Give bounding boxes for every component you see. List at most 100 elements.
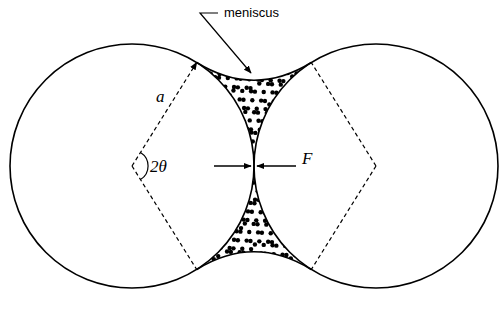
particle-dot xyxy=(299,266,303,270)
particle-dot xyxy=(212,104,216,108)
particle-dot xyxy=(206,133,210,137)
particle-dot xyxy=(209,113,213,117)
particle-dot xyxy=(311,228,315,232)
particle-dot xyxy=(228,175,232,179)
particle-dot xyxy=(255,107,259,111)
particle-dot xyxy=(305,166,309,170)
particle-dot xyxy=(262,58,266,62)
particle-dot xyxy=(230,179,234,183)
particle-dot xyxy=(235,197,239,201)
particle-dot xyxy=(202,236,206,240)
particle-dot xyxy=(243,68,247,72)
particle-dot xyxy=(293,95,297,99)
particle-dot xyxy=(204,142,208,146)
particle-dot xyxy=(234,147,238,151)
particle-dot xyxy=(304,92,308,96)
particle-dot xyxy=(283,132,287,136)
particle-dot xyxy=(304,125,308,129)
particle-dot xyxy=(231,205,235,209)
particle-dot xyxy=(242,180,246,184)
particle-dot xyxy=(237,97,241,101)
particle-dot xyxy=(290,191,294,195)
particle-dot xyxy=(235,156,239,160)
particle-dot xyxy=(270,82,274,86)
particle-dot xyxy=(193,236,197,240)
particle-dot xyxy=(252,201,256,205)
particle-dot xyxy=(225,146,229,150)
particle-dot xyxy=(256,119,260,123)
particle-dot xyxy=(281,191,285,195)
particle-dot xyxy=(233,217,237,221)
particle-dot xyxy=(221,67,225,71)
particle-dot xyxy=(207,215,211,219)
particle-dot xyxy=(302,96,306,100)
particle-dot xyxy=(287,91,291,95)
particle-dot xyxy=(210,133,214,137)
particle-dot xyxy=(206,166,210,170)
particle-dot xyxy=(285,182,289,186)
particle-dot xyxy=(297,174,301,178)
particle-dot xyxy=(269,161,273,165)
particle-dot xyxy=(299,113,303,117)
particle-dot xyxy=(293,142,297,146)
particle-dot xyxy=(277,190,281,194)
particle-dot xyxy=(217,117,221,121)
particle-dot xyxy=(234,188,238,192)
particle-dot xyxy=(246,106,250,110)
particle-dot xyxy=(203,257,207,261)
particle-dot xyxy=(233,105,237,109)
particle-dot xyxy=(206,203,210,207)
particle-dot xyxy=(222,266,226,270)
particle-dot xyxy=(307,225,311,229)
particle-dot xyxy=(222,114,226,118)
meniscus-bottom xyxy=(197,252,312,270)
particle-dot xyxy=(308,245,312,249)
angle-arc xyxy=(141,152,149,179)
meniscus-top xyxy=(197,63,312,81)
particle-dot xyxy=(208,183,212,187)
particle-dot xyxy=(290,232,294,236)
particle-dot xyxy=(231,246,235,250)
particle-dot xyxy=(194,54,198,58)
particle-dot xyxy=(286,112,290,116)
particle-dot xyxy=(195,253,199,257)
particle-dot xyxy=(242,106,246,110)
particle-dot xyxy=(253,89,257,93)
particle-dot xyxy=(254,60,258,64)
particle-dot xyxy=(202,124,206,128)
particle-dot xyxy=(273,120,277,124)
particle-dot xyxy=(290,154,294,158)
particle-dot xyxy=(221,184,225,188)
particle-dot xyxy=(214,237,218,241)
particle-dot xyxy=(298,224,302,228)
particle-dot xyxy=(280,100,284,104)
particle-dot xyxy=(279,82,283,86)
particle-dot xyxy=(231,155,235,159)
particle-dot xyxy=(267,61,271,65)
particle-dot xyxy=(240,89,244,93)
particle-dot xyxy=(227,246,231,250)
particle-dot xyxy=(194,165,198,169)
particle-dot xyxy=(198,174,202,178)
particle-dot xyxy=(294,224,298,228)
particle-dot xyxy=(219,134,223,138)
particle-dot xyxy=(312,117,316,121)
particle-dot xyxy=(248,239,252,243)
particle-dot xyxy=(284,173,288,177)
particle-dot xyxy=(303,116,307,120)
particle-dot xyxy=(196,71,200,75)
particle-dot xyxy=(256,263,260,267)
particle-dot xyxy=(207,207,211,211)
particle-dot xyxy=(297,63,301,67)
particle-dot xyxy=(259,148,263,152)
particle-dot xyxy=(309,237,313,241)
particle-dot xyxy=(202,83,206,87)
particle-dot xyxy=(302,187,306,191)
particle-dot xyxy=(200,74,204,78)
leader-line xyxy=(200,13,251,73)
particle-dot xyxy=(309,175,313,179)
particle-dot xyxy=(202,166,206,170)
dashed-line xyxy=(311,166,376,270)
particle-dot xyxy=(241,135,245,139)
